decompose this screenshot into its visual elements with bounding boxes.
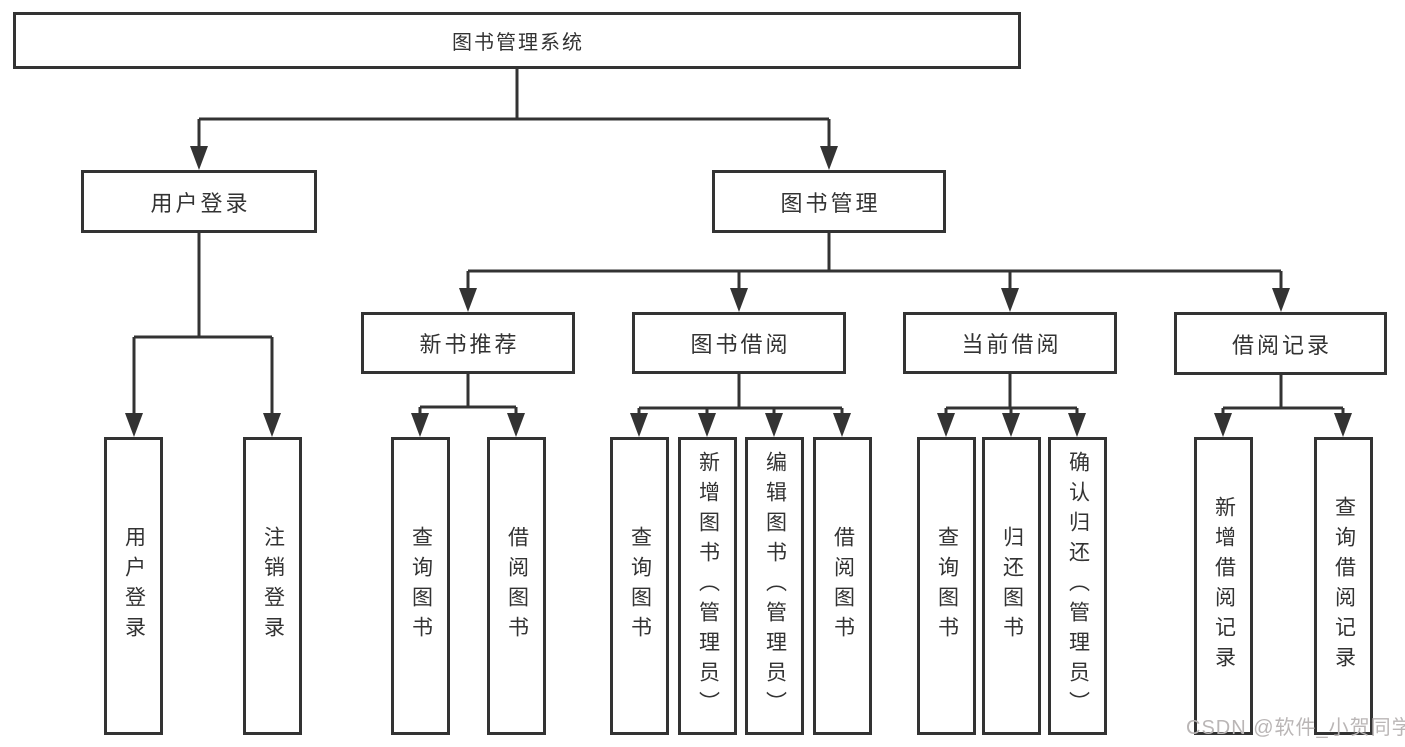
leaf-current-return-books: 归还图书 [982, 437, 1041, 735]
node-user-login: 用户登录 [81, 170, 317, 233]
leaf-recommend-query-books: 查询图书 [391, 437, 450, 735]
leaf-records-add-record: 新增借阅记录 [1194, 437, 1253, 735]
node-root: 图书管理系统 [13, 12, 1021, 69]
leaf-current-confirm-return-admin: 确认归还（管理员） [1048, 437, 1107, 735]
leaf-recommend-borrow-books: 借阅图书 [487, 437, 546, 735]
leaf-user-login: 用户登录 [104, 437, 163, 735]
node-borrow-records: 借阅记录 [1174, 312, 1387, 375]
leaf-borrow-query-books: 查询图书 [610, 437, 669, 735]
leaf-current-query-books: 查询图书 [917, 437, 976, 735]
leaf-borrow-borrow-books: 借阅图书 [813, 437, 872, 735]
leaf-borrow-add-books-admin: 新增图书（管理员） [678, 437, 737, 735]
leaf-logout: 注销登录 [243, 437, 302, 735]
node-new-book-recommend: 新书推荐 [361, 312, 575, 374]
node-current-borrow: 当前借阅 [903, 312, 1117, 374]
leaf-records-query-record: 查询借阅记录 [1314, 437, 1373, 735]
leaf-borrow-edit-books-admin: 编辑图书（管理员） [745, 437, 804, 735]
node-book-borrow: 图书借阅 [632, 312, 846, 374]
node-book-management: 图书管理 [712, 170, 946, 233]
